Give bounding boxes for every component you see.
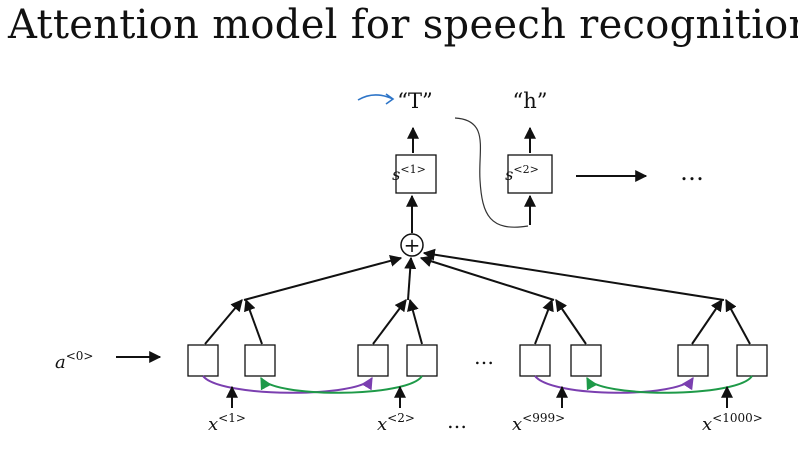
input-label-999: x<999> <box>512 411 565 435</box>
forward-arrow-2 <box>534 375 694 394</box>
backward-arrow-2 <box>586 375 753 394</box>
encoder-gap-ellipsis: … <box>474 345 494 369</box>
feedback-curve <box>454 117 529 228</box>
combine-symbol: + <box>404 233 421 257</box>
output-y2: “h” <box>513 89 548 113</box>
initial-activation-label: a<0> <box>55 349 93 373</box>
attention-arrow-1 <box>243 254 403 301</box>
slide-title: Attention model for speech recognition <box>8 2 798 48</box>
output-y1: “T” <box>397 89 432 113</box>
input-label-1: x<1> <box>208 411 246 435</box>
decoder-state-2-label: s<2> <box>505 163 539 184</box>
backward-arrow-1 <box>260 375 423 394</box>
input-ellipsis: … <box>447 409 467 433</box>
input-label-2: x<2> <box>377 411 415 435</box>
context-combine-node <box>400 233 424 257</box>
attention-arrow-2 <box>404 256 417 301</box>
decoder-state-1 <box>395 154 437 194</box>
attention-arrow-3 <box>419 255 555 301</box>
attention-arrow-4 <box>422 248 725 301</box>
forward-arrow-1 <box>202 375 373 394</box>
merge-arrows <box>204 298 751 345</box>
input-label-1000: x<1000> <box>702 411 763 435</box>
decoder-ellipsis: … <box>680 158 704 186</box>
decoder-state-2 <box>507 154 553 194</box>
pen-annotation-arrow <box>357 93 395 105</box>
input-arrows <box>226 385 733 408</box>
decoder-state-1-label: s<1> <box>392 163 426 184</box>
